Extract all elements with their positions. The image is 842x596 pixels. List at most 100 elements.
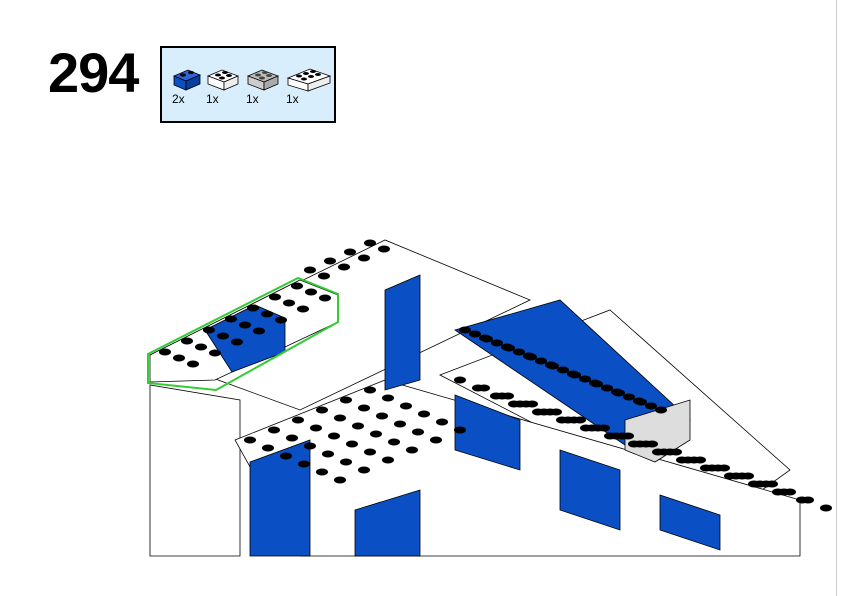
stud (261, 310, 273, 318)
stud (796, 496, 808, 504)
stud (820, 504, 832, 512)
stud (283, 299, 295, 307)
blue-panel (249, 439, 311, 557)
stud (412, 428, 424, 436)
stud (557, 366, 569, 374)
stud (292, 416, 304, 424)
studs (159, 239, 832, 512)
page-edge (836, 0, 837, 596)
stud (676, 456, 688, 464)
stud (268, 426, 280, 434)
stud (322, 450, 334, 458)
left-wall (149, 384, 241, 557)
stud (358, 466, 370, 474)
stud (370, 430, 382, 438)
stud (298, 460, 310, 468)
trans-brick-icon (246, 69, 280, 91)
stud (545, 361, 557, 369)
stud (310, 424, 322, 432)
part-blue-brick: 2x (172, 66, 202, 106)
stud (611, 388, 623, 396)
stud (328, 432, 340, 440)
blue-panel (659, 494, 721, 551)
stud (436, 418, 448, 426)
stud (344, 248, 356, 256)
stud (567, 370, 579, 378)
white-brick-icon (286, 68, 332, 92)
stud (418, 410, 430, 418)
stud (724, 472, 736, 480)
stud (159, 348, 171, 356)
stud (364, 386, 376, 394)
stud (358, 254, 370, 262)
stud (217, 332, 229, 340)
stud (601, 384, 613, 392)
stud (589, 379, 601, 387)
stud (556, 416, 568, 424)
stud (244, 436, 256, 444)
parts-callout: 2x 1x 1x 1x (160, 46, 336, 123)
stud (604, 432, 616, 440)
stud (501, 343, 513, 351)
stud (469, 330, 481, 338)
stud (382, 394, 394, 402)
stud (394, 420, 406, 428)
stud (253, 327, 265, 335)
stud (346, 440, 358, 448)
stud (479, 334, 491, 342)
stud (247, 304, 259, 312)
stud (454, 376, 466, 384)
stud (181, 337, 193, 345)
blue-panel (354, 489, 421, 557)
stud (580, 424, 592, 432)
stud (269, 293, 281, 301)
stud (623, 393, 635, 401)
stud (400, 402, 412, 410)
stud (319, 294, 331, 302)
stud (772, 488, 784, 496)
stud (508, 400, 520, 408)
stud (430, 436, 442, 444)
stud (490, 392, 502, 400)
stud (532, 408, 544, 416)
stud (316, 406, 328, 414)
stud (364, 239, 376, 247)
stud (187, 360, 199, 368)
new-blue-brick (204, 304, 286, 373)
stud (645, 402, 657, 410)
stud (305, 288, 317, 296)
stud (748, 480, 760, 488)
stud (304, 266, 316, 274)
stud (334, 476, 346, 484)
new-parts-highlight (147, 276, 339, 392)
stud (318, 272, 330, 280)
stud (388, 438, 400, 446)
stud (225, 315, 237, 323)
stud (406, 446, 418, 454)
stud (340, 396, 352, 404)
stud (203, 326, 215, 334)
part-white-brick-2x2: 1x (206, 66, 240, 106)
blue-brick-icon (172, 69, 202, 91)
stud (195, 343, 207, 351)
blue-column (384, 274, 421, 391)
white-brick-icon (206, 69, 240, 91)
stud (491, 339, 503, 347)
part-white-brick-2x3: 1x (286, 66, 332, 106)
stud (209, 349, 221, 357)
stud (173, 354, 185, 362)
stud (340, 458, 352, 466)
stud (286, 434, 298, 442)
stud (382, 456, 394, 464)
stud (459, 326, 471, 334)
stud (523, 352, 535, 360)
stud (316, 468, 328, 476)
stud (280, 452, 292, 460)
stud (513, 348, 525, 356)
stud (376, 412, 388, 420)
part-trans-brick-2x2: 1x (246, 66, 280, 106)
blue-panel (559, 449, 621, 531)
stud (472, 384, 484, 392)
stud (239, 321, 251, 329)
